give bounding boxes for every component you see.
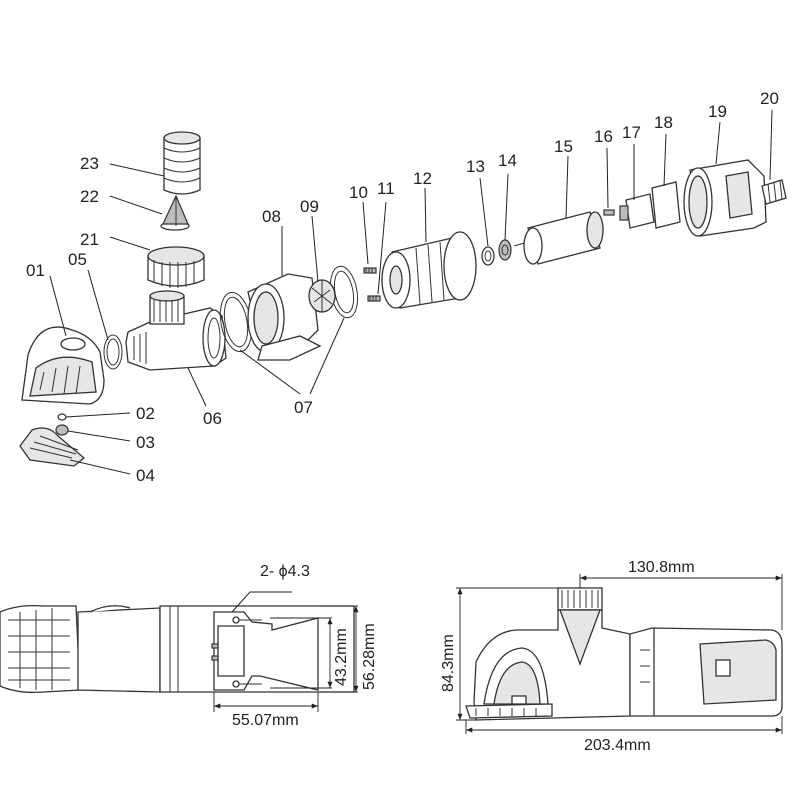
label-12: 12	[413, 169, 432, 188]
part-14-bushing	[498, 239, 512, 261]
part-10-screw	[363, 267, 377, 274]
exploded-view: 01 05 02 03 04 06 21 22 23 07 08 09 10 1…	[19, 89, 787, 485]
label-02: 02	[136, 404, 155, 423]
label-13: 13	[466, 157, 485, 176]
label-07: 07	[294, 398, 313, 417]
label-08: 08	[262, 207, 281, 226]
part-05-o-ring	[103, 334, 123, 370]
label-16: 16	[594, 127, 613, 146]
part-21-union-nut	[147, 246, 205, 288]
part-03-nut	[55, 424, 69, 436]
side-view: 130.8mm 84.3mm 203.4mm	[440, 559, 783, 754]
label-10: 10	[349, 183, 368, 202]
part-22-check-valve	[160, 194, 190, 231]
leader-lines	[49, 109, 773, 475]
part-01-intake-cover	[21, 326, 105, 405]
dim-mount-width: 55.07mm	[232, 712, 299, 729]
label-21: 21	[80, 230, 99, 249]
dim-inner-height: 43.2mm	[333, 628, 350, 686]
label-01: 01	[26, 261, 45, 280]
label-22: 22	[80, 187, 99, 206]
part-06-pump-housing	[125, 290, 227, 371]
label-03: 03	[136, 433, 155, 452]
dim-outer-height: 56.28mm	[361, 623, 378, 690]
part-23-hose-adapter	[163, 131, 201, 195]
part-09-impeller	[308, 279, 336, 313]
part-20-cable-gland	[761, 179, 787, 205]
part-19-end-cap	[683, 159, 767, 237]
label-20: 20	[760, 89, 779, 108]
part-04-grille	[19, 427, 86, 467]
part-11-screw	[367, 295, 381, 302]
bottom-view: 2- ϕ4.3 43.2mm 56.28mm 55.07mm	[0, 563, 378, 729]
label-17: 17	[622, 123, 641, 142]
part-08-volute	[247, 273, 322, 361]
dim-total-height: 84.3mm	[440, 634, 457, 692]
label-11: 11	[377, 179, 395, 198]
label-15: 15	[554, 137, 573, 156]
part-17-circuit-board	[619, 193, 655, 229]
label-09: 09	[300, 197, 319, 216]
part-16-screw	[603, 209, 615, 216]
part-02-pin	[57, 413, 67, 421]
part-12-motor-adapter	[381, 231, 477, 309]
part-15-motor	[513, 211, 604, 265]
part-13-seal	[481, 246, 495, 266]
label-06: 06	[203, 409, 222, 428]
label-18: 18	[654, 113, 673, 132]
mount-hole-top	[232, 616, 240, 624]
dim-outlet-offset: 130.8mm	[628, 559, 695, 576]
label-23: 23	[80, 154, 99, 173]
part-18-board-holder	[651, 181, 681, 229]
part-labels: 01 05 02 03 04 06 21 22 23 07 08 09 10 1…	[26, 89, 779, 485]
label-05: 05	[68, 250, 87, 269]
mount-hole-bottom	[232, 680, 240, 688]
dim-total-length: 203.4mm	[584, 737, 651, 754]
label-14: 14	[498, 151, 517, 170]
dim-holes: 2- ϕ4.3	[260, 563, 310, 580]
label-19: 19	[708, 102, 727, 121]
label-04: 04	[136, 466, 155, 485]
